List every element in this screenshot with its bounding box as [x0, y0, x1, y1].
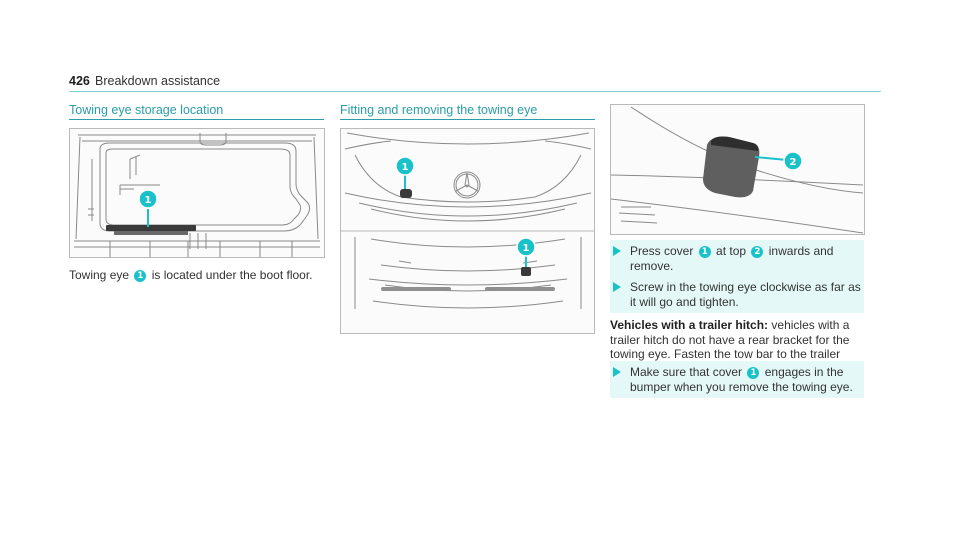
callout-1-icon: 1	[747, 367, 760, 379]
arrow-right-icon	[613, 282, 621, 292]
page-section-title: Breakdown assistance	[95, 74, 221, 88]
front-bumper-figure: 1 1	[340, 128, 595, 334]
page-number: 426	[69, 74, 90, 88]
step-1-row: Press cover 1 at top 2 inwards and remov…	[610, 244, 864, 273]
storage-caption: Towing eye 1 is located under the boot f…	[69, 268, 329, 282]
step-3-pre: Make sure that cover	[630, 365, 743, 379]
callout-1-lower-marker	[516, 237, 536, 257]
arrow-right-icon	[613, 367, 621, 377]
front-bumper-illustration: 1 1	[341, 129, 594, 333]
step-screw-in: Screw in the towing eye clockwise as far…	[610, 276, 864, 313]
step-3-post: engages in the bumper when you remove th…	[630, 365, 853, 394]
middle-heading-rule	[340, 119, 595, 120]
arrow-right-icon	[613, 246, 621, 256]
header-divider	[69, 91, 881, 92]
boot-floor-figure: 1	[69, 128, 325, 258]
towing-eye-storage-heading: Towing eye storage location	[69, 103, 224, 117]
svg-text:1: 1	[145, 195, 152, 206]
step-2-text: Screw in the towing eye clockwise as far…	[630, 280, 861, 309]
svg-text:1: 1	[523, 243, 530, 254]
left-heading-rule	[69, 119, 324, 120]
step-make-sure: Make sure that cover 1 engages in the bu…	[610, 361, 864, 398]
callout-2-marker	[783, 151, 803, 171]
trailer-hitch-note: Vehicles with a trailer hitch: vehicles …	[610, 318, 864, 376]
svg-text:2: 2	[790, 157, 797, 168]
callout-1-icon: 1	[698, 246, 711, 258]
fitting-removing-heading: Fitting and removing the towing eye	[340, 103, 538, 117]
trailer-note-label: Vehicles with a trailer hitch:	[610, 318, 769, 332]
step-1-post: inwards and remove.	[630, 244, 834, 273]
callout-1-marker	[138, 189, 158, 209]
step-1-pre: Press cover	[630, 244, 694, 258]
svg-text:1: 1	[402, 162, 409, 173]
step-2-row: Screw in the towing eye clockwise as far…	[610, 280, 864, 309]
step-press-cover: Press cover 1 at top 2 inwards and remov…	[610, 240, 864, 277]
storage-caption-pre: Towing eye	[69, 268, 130, 282]
callout-1-icon: 1	[134, 270, 147, 282]
step-1-mid: at top	[716, 244, 747, 258]
storage-caption-post: is located under the boot floor.	[151, 268, 313, 282]
cover-detail-illustration: 2	[611, 105, 864, 234]
trailer-note-text: vehicles with a trailer hitch do not hav…	[610, 318, 850, 376]
boot-floor-illustration: 1	[70, 129, 324, 257]
callout-2-icon: 2	[751, 246, 764, 258]
callout-1-upper-marker	[395, 156, 415, 176]
cover-detail-figure: 2	[610, 104, 865, 235]
step-3-row: Make sure that cover 1 engages in the bu…	[610, 365, 864, 394]
